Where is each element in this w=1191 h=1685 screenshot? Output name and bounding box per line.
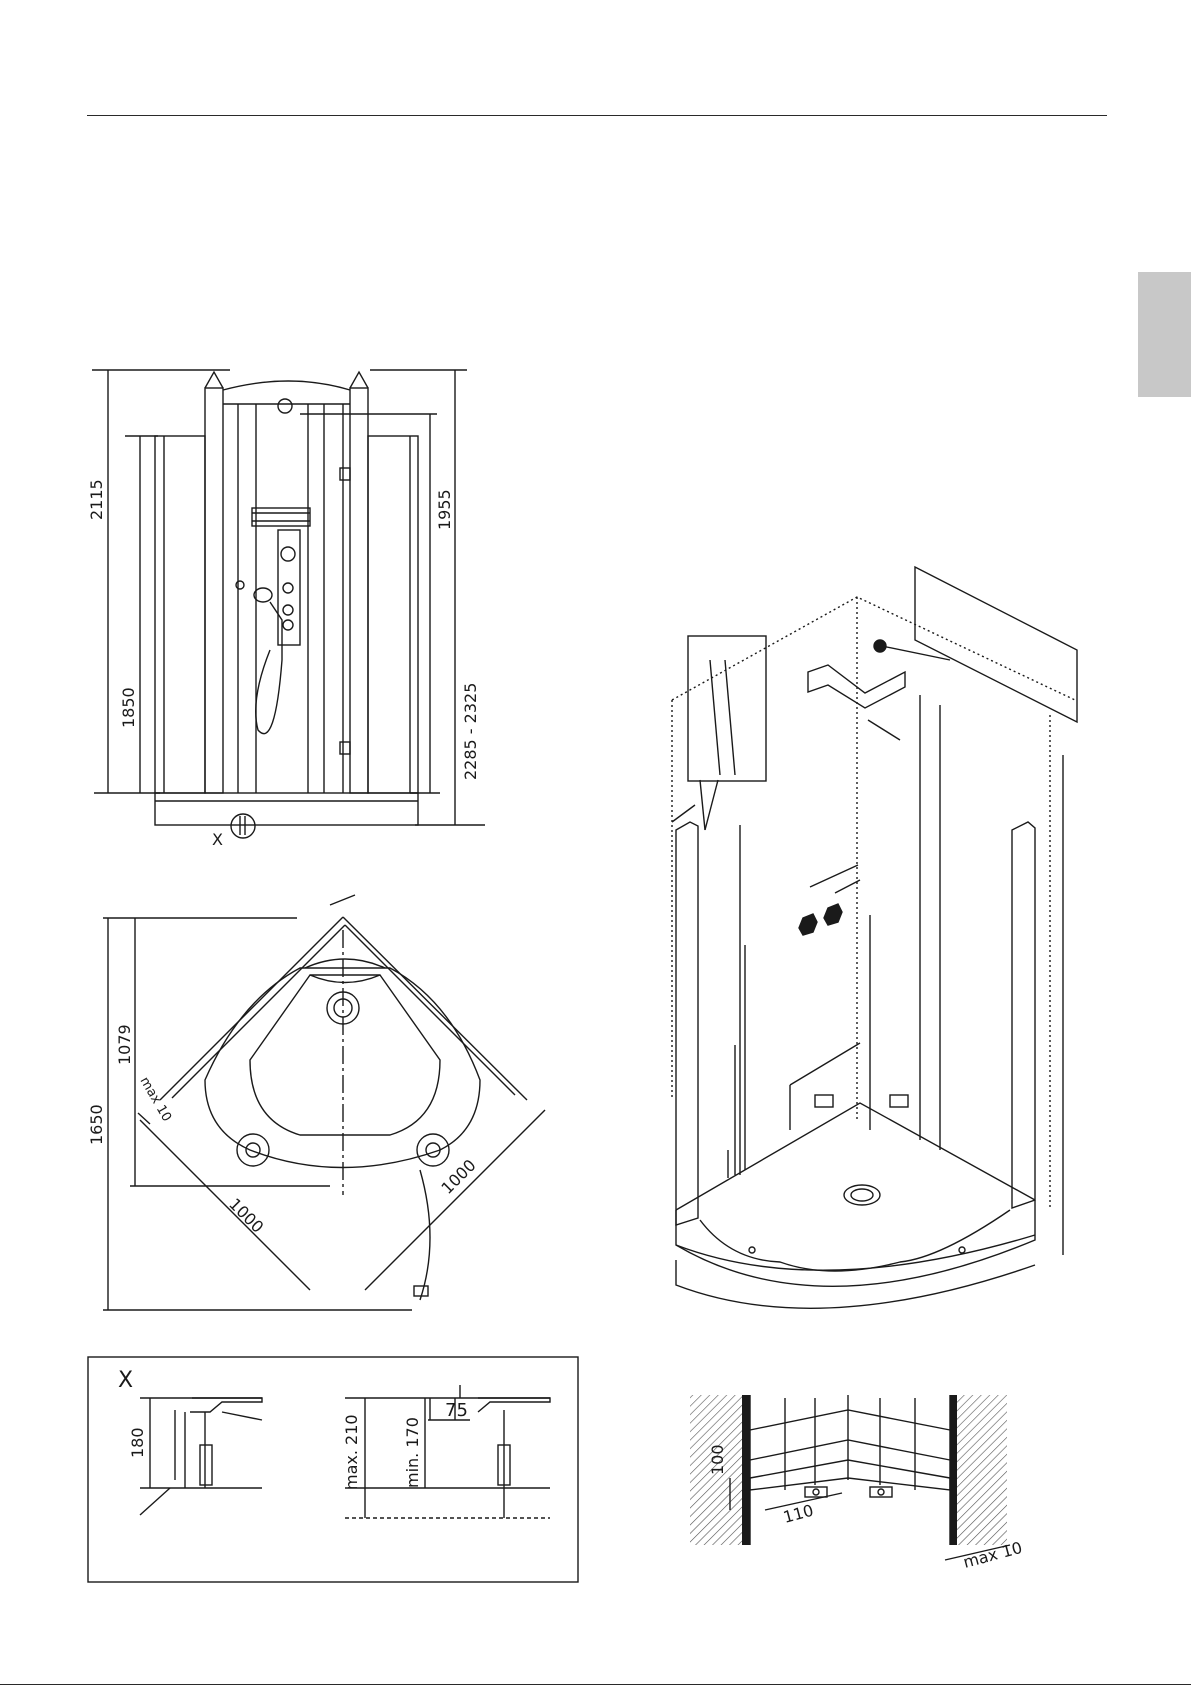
corner-dim-height: 100 <box>708 1444 727 1475</box>
corner-dim-width: 110 <box>781 1501 815 1527</box>
